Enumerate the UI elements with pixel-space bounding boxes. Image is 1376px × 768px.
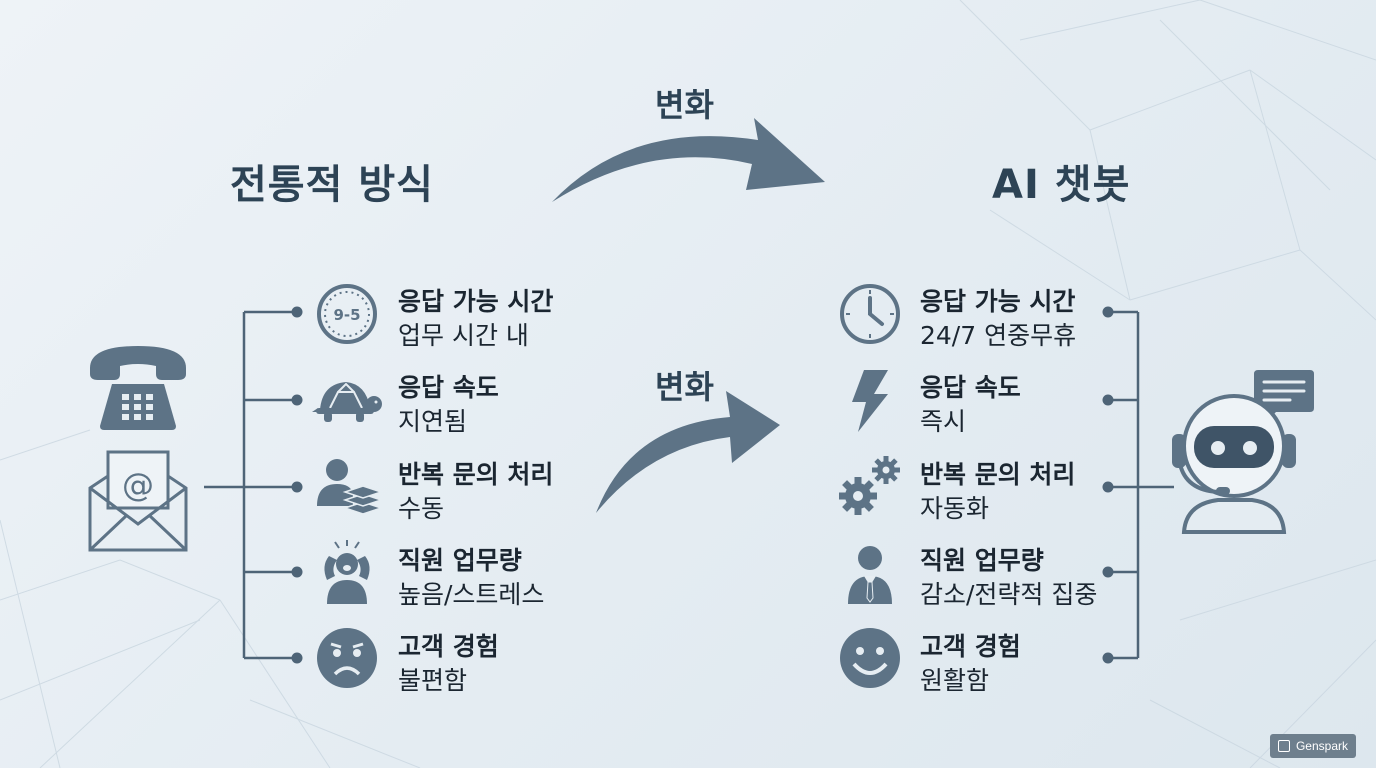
- watermark-text: Genspark: [1295, 739, 1348, 753]
- genspark-logo-icon: [1277, 740, 1290, 752]
- right-item-1-value: 24/7 연중무휴: [920, 321, 1077, 350]
- clock-icon: [838, 282, 902, 346]
- right-item-4-value: 감소/전략적 집중: [920, 580, 1098, 609]
- person-with-documents-icon: [315, 454, 379, 518]
- left-connector-bracket: [204, 306, 303, 664]
- left-item-4-value: 높음/스트레스: [398, 580, 545, 609]
- left-item-4-title: 직원 업무량: [398, 546, 522, 575]
- svg-text:9-5: 9-5: [333, 306, 360, 324]
- envelope-icon: @: [86, 450, 190, 554]
- change-arrow-middle: [596, 391, 780, 513]
- left-item-3-title: 반복 문의 처리: [398, 460, 554, 489]
- right-item-4-title: 직원 업무량: [920, 546, 1044, 575]
- gears-icon: [838, 454, 902, 518]
- change-arrow-top: [552, 118, 825, 202]
- stressed-person-icon: [315, 540, 379, 604]
- genspark-watermark: Genspark: [1269, 734, 1356, 758]
- left-item-5-title: 고객 경험: [398, 632, 499, 661]
- robot-chatbot-icon: [1166, 364, 1316, 534]
- change-label-top: 변화: [655, 86, 714, 124]
- right-item-3-title: 반복 문의 처리: [920, 460, 1076, 489]
- clock-9-5-icon: 9-5: [315, 282, 379, 346]
- ai-chatbot-heading: AI 챗봇: [992, 162, 1131, 208]
- turtle-icon: [312, 368, 384, 432]
- left-item-3-value: 수동: [398, 494, 445, 523]
- right-item-2-title: 응답 속도: [920, 373, 1021, 402]
- sad-face-icon: [315, 626, 379, 690]
- smiley-face-icon: [838, 626, 902, 690]
- right-item-5-title: 고객 경험: [920, 632, 1021, 661]
- left-item-5-value: 불편함: [398, 666, 468, 695]
- left-item-1-title: 응답 가능 시간: [398, 287, 554, 316]
- right-item-5-value: 원활함: [920, 666, 990, 695]
- left-item-2-title: 응답 속도: [398, 373, 499, 402]
- telephone-icon: [86, 340, 190, 432]
- left-item-2-value: 지연됨: [398, 407, 468, 436]
- left-item-1-value: 업무 시간 내: [398, 321, 529, 350]
- right-item-2-value: 즉시: [920, 407, 967, 436]
- businessman-icon: [838, 540, 902, 604]
- right-connector-bracket: [1102, 306, 1174, 664]
- right-item-1-title: 응답 가능 시간: [920, 287, 1076, 316]
- right-item-3-value: 자동화: [920, 494, 990, 523]
- lightning-icon: [838, 368, 902, 432]
- change-label-middle: 변화: [655, 368, 714, 406]
- svg-text:@: @: [122, 466, 154, 504]
- traditional-method-heading: 전통적 방식: [230, 162, 434, 208]
